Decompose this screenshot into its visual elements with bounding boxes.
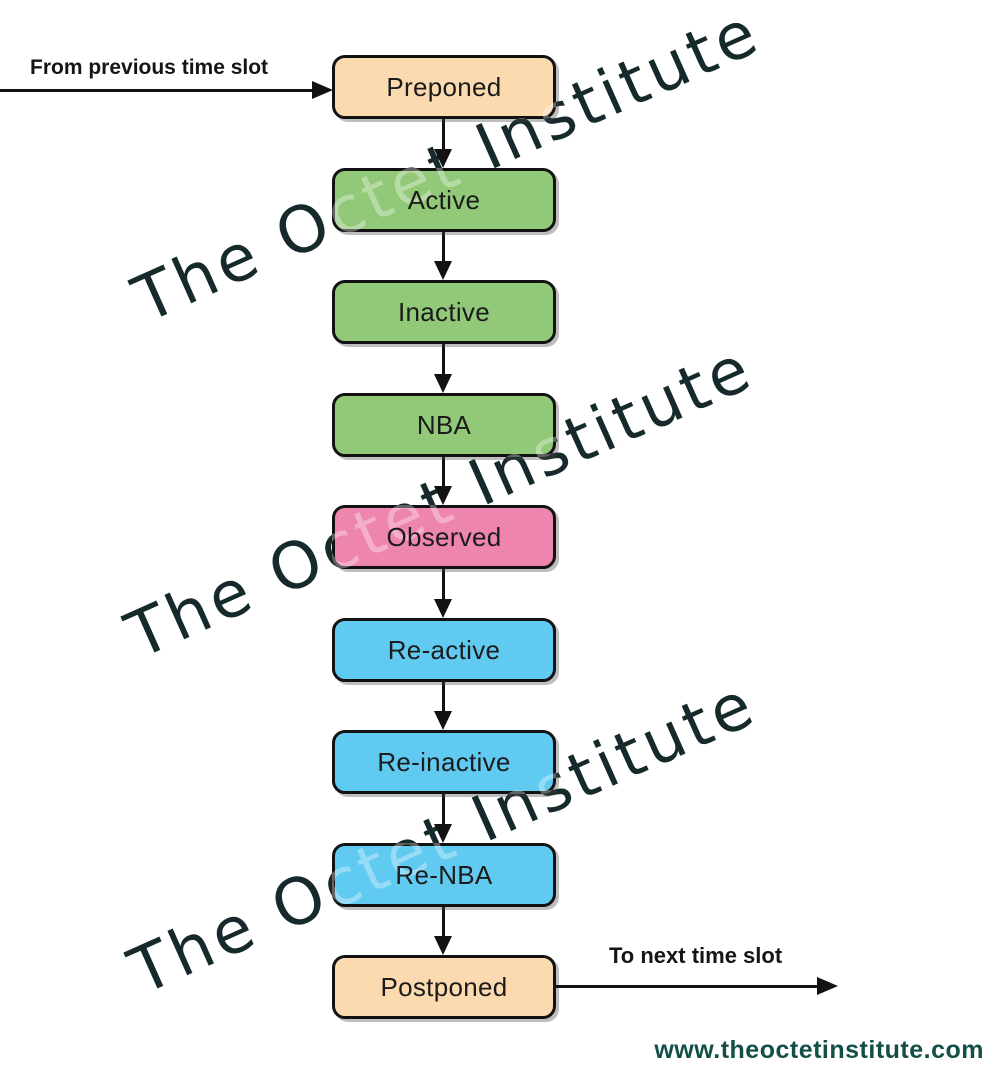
- state-box-inactive: Inactive: [332, 280, 556, 344]
- incoming-arrow-label: From previous time slot: [30, 56, 269, 79]
- outgoing-arrowhead-icon: [817, 977, 838, 995]
- website-url: www.theoctetinstitute.com: [654, 1036, 984, 1064]
- down-arrowhead-icon: [434, 261, 452, 280]
- down-arrowhead-icon: [434, 936, 452, 955]
- connector-line: [442, 115, 445, 151]
- state-label-active: Active: [407, 184, 481, 215]
- state-box-nba: NBA: [332, 393, 556, 457]
- connector-line: [442, 678, 445, 713]
- down-arrowhead-icon: [434, 599, 452, 618]
- state-box-re-active: Re-active: [332, 618, 556, 682]
- state-label-preponed: Preponed: [386, 71, 502, 102]
- state-label-postponed: Postponed: [380, 971, 508, 1002]
- incoming-arrowhead-icon: [312, 81, 333, 99]
- connector-line: [442, 790, 445, 826]
- down-arrowhead-icon: [434, 374, 452, 393]
- state-box-re-nba: Re-NBA: [332, 843, 556, 907]
- connector-line: [442, 228, 445, 263]
- connector-line: [442, 903, 445, 938]
- state-label-observed: Observed: [386, 521, 502, 552]
- down-arrowhead-icon: [434, 824, 452, 843]
- down-arrowhead-icon: [434, 149, 452, 168]
- connector-line: [442, 565, 445, 601]
- state-label-re-active: Re-active: [387, 634, 501, 665]
- state-label-re-nba: Re-NBA: [395, 859, 493, 890]
- outgoing-arrow-label: To next time slot: [609, 943, 783, 968]
- outgoing-arrow-line: [556, 985, 818, 988]
- connector-line: [442, 340, 445, 376]
- state-box-preponed: Preponed: [332, 55, 556, 119]
- state-box-observed: Observed: [332, 505, 556, 569]
- state-label-nba: NBA: [416, 409, 472, 440]
- down-arrowhead-icon: [434, 486, 452, 505]
- state-box-active: Active: [332, 168, 556, 232]
- state-box-re-inactive: Re-inactive: [332, 730, 556, 794]
- state-label-re-inactive: Re-inactive: [377, 746, 511, 777]
- state-box-postponed: Postponed: [332, 955, 556, 1019]
- incoming-arrow-line: [0, 89, 312, 92]
- down-arrowhead-icon: [434, 711, 452, 730]
- state-label-inactive: Inactive: [397, 296, 490, 327]
- connector-line: [442, 453, 445, 488]
